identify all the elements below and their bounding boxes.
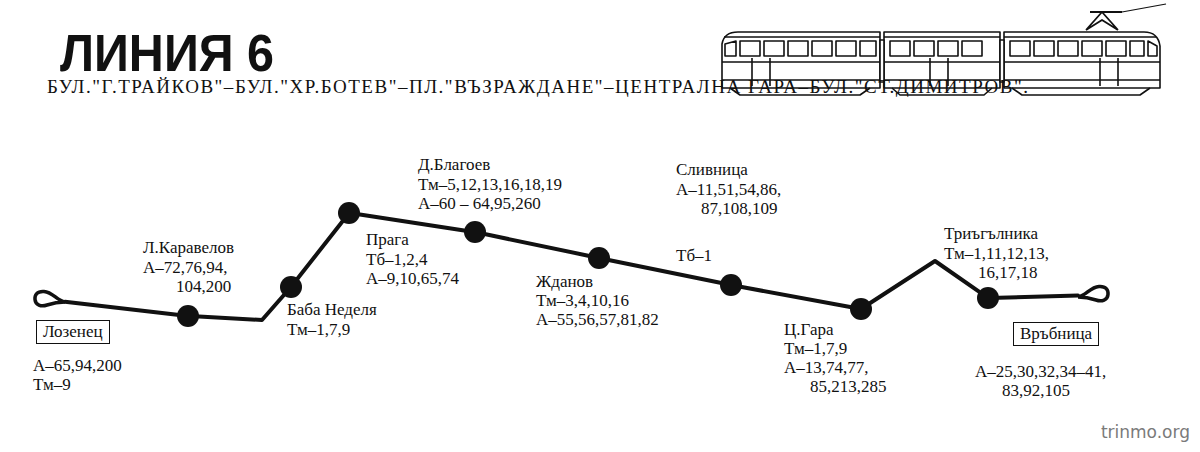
transfer-lines: Тм–3,4,10,16 (536, 291, 629, 310)
stop-dot: Д.БлагоевТм–5,12,13,16,18,19А–60 – 64,95… (464, 221, 486, 243)
tram-route-line (360, 215, 464, 231)
route-description: БУЛ."Г.ТРАЙКОВ"–БУЛ."ХР.БОТЕВ"–ПЛ."ВЪЗРА… (47, 76, 1030, 98)
transfer-lines: А–13,74,77, 85,213,285 (784, 358, 904, 396)
stop-name: Сливница (676, 160, 748, 179)
stop-name: Прага (366, 230, 409, 249)
stop-dot-shape (464, 221, 486, 243)
stop-dot-fill (588, 247, 610, 269)
loop-shape (33, 288, 65, 312)
stop-name: Жданов (536, 272, 593, 291)
stop-dot-shape (720, 274, 742, 296)
stop-dot: ТриъгълникаТм–1,11,12,13, 16,17,18 (977, 287, 999, 309)
stop-name: Д.Благоев (418, 155, 490, 174)
transfer-lines: А–65,94,200 (33, 356, 122, 375)
stop-name: Л.Каравелов (143, 238, 234, 257)
stop-dot: Ц.ГараТм–1,7,9А–13,74,77, 85,213,285 (850, 298, 872, 320)
transfer-lines: Тм–9 (33, 375, 71, 394)
stop-dot-shape (588, 247, 610, 269)
tram-route-line (870, 261, 979, 303)
terminal-loop: ВръбницаА–25,30,32,34–41, 83,92,105 (1078, 283, 1110, 307)
transfer-lines: Тм–1,7,9 (784, 339, 847, 358)
tram-route-line (199, 295, 284, 320)
transfer-lines: А–11,51,54,86, 87,108,109 (676, 180, 816, 218)
stop-dot: ЖдановТм–3,4,10,16А–55,56,57,81,82 (588, 247, 610, 269)
stop-dot: СливницаА–11,51,54,86, 87,108,109Тб–1 (720, 274, 742, 296)
transfer-lines: Тм–1,7,9 (287, 320, 350, 339)
transfer-lines: Тб–1 (676, 246, 712, 265)
transfer-lines: Тб–1,2,4 (366, 250, 428, 269)
loop-outline (35, 291, 65, 305)
stop-dot-shape (977, 287, 999, 309)
transfer-lines: А–9,10,65,74 (366, 269, 459, 288)
stop-name: Ц.Гара (784, 320, 834, 339)
stop-dot-fill (177, 305, 199, 327)
stop-dot-fill (850, 298, 872, 320)
stop-dot: ПрагаТб–1,2,4А–9,10,65,74 (338, 202, 360, 224)
tram-route-line (486, 234, 588, 255)
line-title: ЛИНИЯ 6 (60, 27, 274, 79)
terminal-loop: ЛозенецА–65,94,200Тм–9 (33, 288, 65, 312)
transfer-lines: А–25,30,32,34–41, 83,92,105 (975, 362, 1140, 400)
transfer-lines: А–55,56,57,81,82 (536, 310, 659, 329)
tram-route-line (65, 302, 177, 315)
stop-dot: Л.КаравеловА–72,76,94, 104,200 (177, 305, 199, 327)
transfer-lines: Тм–5,12,13,16,18,19 (418, 175, 562, 194)
stop-dot-shape (338, 202, 360, 224)
watermark: trinmo.org (1101, 421, 1190, 443)
stop-name: Баба Неделя (287, 300, 377, 319)
roof-line (724, 36, 1156, 38)
stop-dot-fill (720, 274, 742, 296)
transfer-lines: А–60 – 64,95,260 (418, 194, 541, 213)
stop-dot-fill (280, 276, 302, 298)
terminal-name: Връбница (1013, 322, 1099, 346)
transfer-lines: Тм–1,11,12,13, 16,17,18 (944, 244, 1079, 282)
overhead-wire (1122, 4, 1166, 12)
tram-route-line (298, 222, 342, 279)
stop-dot-shape (177, 305, 199, 327)
loop-outline (1078, 286, 1108, 300)
stop-name: Триъгълника (944, 224, 1038, 243)
transfer-lines: А–72,76,94, 104,200 (143, 258, 258, 296)
terminal-name: Лозенец (36, 320, 110, 344)
loop-shape (1078, 283, 1110, 307)
tram-route-line (742, 287, 850, 307)
stop-dot: Баба НеделяТм–1,7,9 (280, 276, 302, 298)
tram-windows (725, 41, 1157, 56)
stop-dot-fill (338, 202, 360, 224)
tram-route-line (999, 296, 1078, 298)
stop-dot-shape (280, 276, 302, 298)
stop-dot-fill (977, 287, 999, 309)
pantograph (1086, 12, 1122, 30)
stop-dot-shape (850, 298, 872, 320)
stop-dot-fill (464, 221, 486, 243)
